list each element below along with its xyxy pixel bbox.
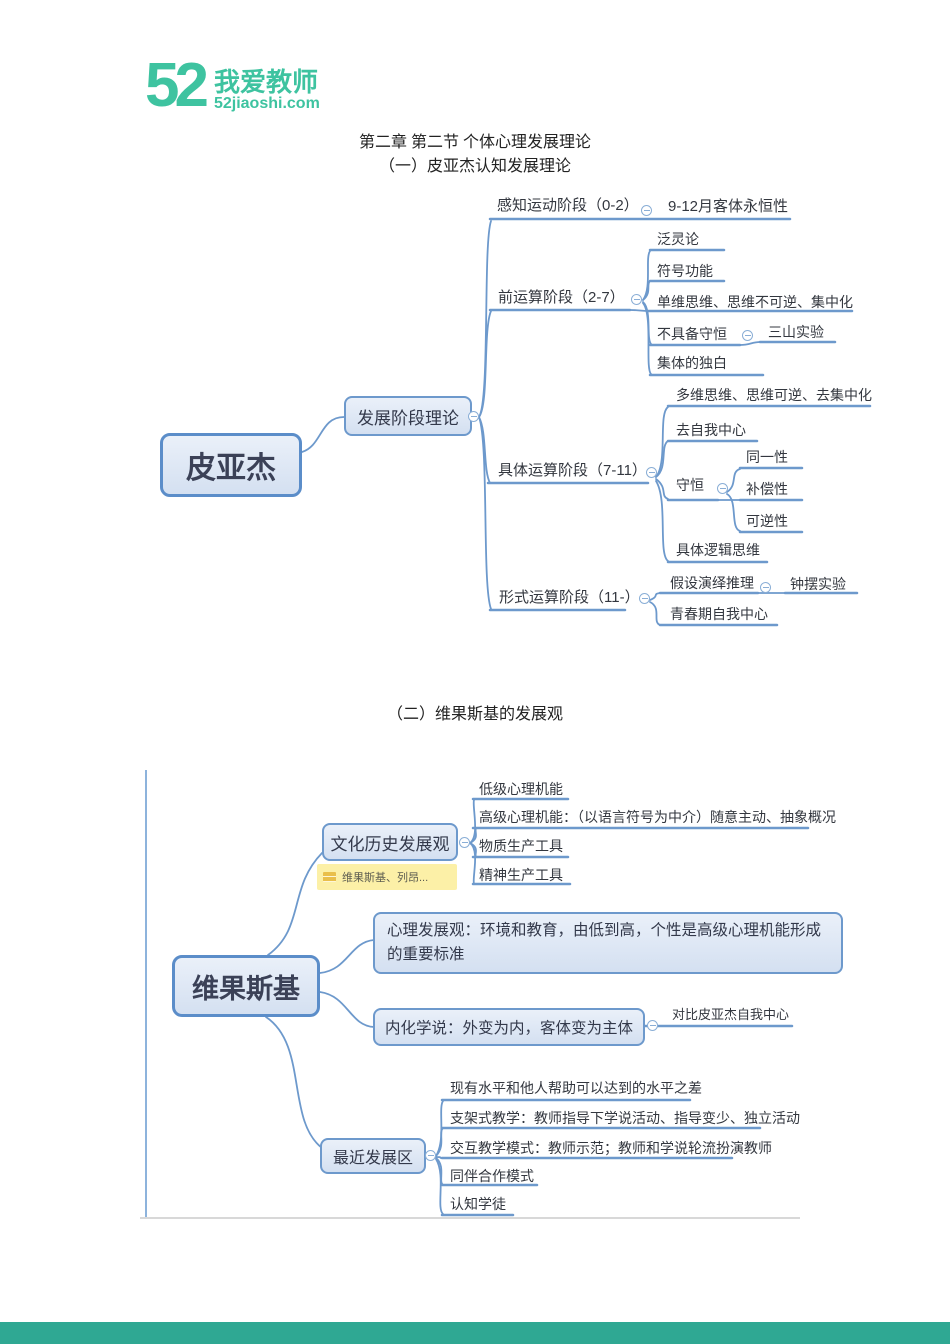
root-node-piaget[interactable]: 皮亚杰 xyxy=(160,433,302,497)
collapse-icon[interactable] xyxy=(639,593,650,604)
topic-collective-monologue[interactable]: 集体的独白 xyxy=(657,355,727,371)
topic-adolescent-egocentrism[interactable]: 青春期自我中心 xyxy=(670,606,768,622)
topic-one-dim-thinking[interactable]: 单维思维、思维不可逆、集中化 xyxy=(657,294,853,310)
logo-text: 我爱教师 52jiaoshi.com xyxy=(214,69,320,113)
topic-animism[interactable]: 泛灵论 xyxy=(657,231,699,247)
collapse-icon[interactable] xyxy=(631,294,642,305)
topic-no-conservation[interactable]: 不具备守恒 xyxy=(657,326,727,342)
topic-pendulum-experiment[interactable]: 钟摆实验 xyxy=(790,576,846,592)
collapse-icon[interactable] xyxy=(646,467,657,478)
collapse-icon[interactable] xyxy=(459,837,470,848)
branch-node-cultural-history[interactable]: 文化历史发展观 xyxy=(322,823,458,861)
topic-conservation[interactable]: 守恒 xyxy=(676,477,704,493)
collapse-icon[interactable] xyxy=(760,582,771,593)
collapse-icon[interactable] xyxy=(468,411,479,422)
map2-frame xyxy=(140,770,800,1219)
topic-higher-mental-functions[interactable]: 高级心理机能：（以语言符号为中介）随意主动、抽象概况 xyxy=(479,809,836,825)
topic-zpd-definition[interactable]: 现有水平和他人帮助可以达到的水平之差 xyxy=(450,1080,702,1096)
topic-concrete-logic[interactable]: 具体逻辑思维 xyxy=(676,542,760,558)
topic-cognitive-apprenticeship[interactable]: 认知学徒 xyxy=(450,1196,506,1212)
note-label: 维果斯基、列昂... xyxy=(342,872,429,884)
topic-reversibility[interactable]: 可逆性 xyxy=(746,513,788,529)
footer-bar xyxy=(0,1322,950,1344)
chapter-heading: 第二章 第二节 个体心理发展理论 xyxy=(358,134,591,151)
collapse-icon[interactable] xyxy=(717,483,728,494)
section2-heading: （二）维果斯基的发展观 xyxy=(386,706,563,723)
map1-underlines xyxy=(486,217,872,627)
topic-concrete-operational-stage[interactable]: 具体运算阶段（7-11） xyxy=(498,462,647,479)
logo-domain: 52jiaoshi.com xyxy=(213,95,320,112)
site-logo: 52 我爱教师 52jiaoshi.com xyxy=(145,55,320,117)
branch-node-zpd[interactable]: 最近发展区 xyxy=(320,1138,426,1174)
topic-compensation[interactable]: 补偿性 xyxy=(746,481,788,497)
topic-compare-piaget-egocentrism[interactable]: 对比皮亚杰自我中心 xyxy=(672,1007,790,1022)
topic-hypothetical-deduction[interactable]: 假设演绎推理 xyxy=(670,575,754,591)
logo-title: 我爱教师 xyxy=(213,67,318,97)
collapse-icon[interactable] xyxy=(641,205,652,216)
topic-formal-operational-stage[interactable]: 形式运算阶段（11-） xyxy=(499,589,640,606)
topic-reciprocal-teaching[interactable]: 交互教学模式：教师示范；教师和学说轮流扮演教师 xyxy=(450,1140,772,1156)
section1-heading: （一）皮亚杰认知发展理论 xyxy=(378,158,571,175)
topic-preoperational-stage[interactable]: 前运算阶段（2-7） xyxy=(498,289,625,306)
topic-material-tools[interactable]: 物质生产工具 xyxy=(479,838,563,854)
topic-symbolic-function[interactable]: 符号功能 xyxy=(657,263,713,279)
topic-multi-dim-thinking[interactable]: 多维思维、思维可逆、去集中化 xyxy=(676,387,872,403)
logo-52-icon: 52 xyxy=(145,51,209,120)
collapse-icon[interactable] xyxy=(742,330,753,341)
branch-node-psych-development-view[interactable]: 心理发展观：环境和教育，由低到高，个性是高级心理机能形成的重要标准 xyxy=(373,912,843,974)
map2-underlines xyxy=(440,797,810,1217)
topic-peer-collaboration[interactable]: 同伴合作模式 xyxy=(450,1168,534,1184)
topic-three-mountain-experiment[interactable]: 三山实验 xyxy=(768,324,824,340)
topic-lower-mental-functions[interactable]: 低级心理机能 xyxy=(479,781,563,797)
note-icon xyxy=(323,872,336,882)
topic-object-permanence[interactable]: 9-12月客体永恒性 xyxy=(668,198,789,215)
topic-decentration[interactable]: 去自我中心 xyxy=(676,422,746,438)
collapse-icon[interactable] xyxy=(647,1020,658,1031)
map1-curves xyxy=(301,220,786,626)
topic-spiritual-tools[interactable]: 精神生产工具 xyxy=(479,867,563,883)
topic-sensorimotor-stage[interactable]: 感知运动阶段（0-2） xyxy=(497,197,639,214)
branch-node-internalization[interactable]: 内化学说：外变为内，客体变为主体 xyxy=(373,1008,645,1046)
topic-identity[interactable]: 同一性 xyxy=(746,449,788,465)
node-note[interactable]: 维果斯基、列昂... xyxy=(317,864,457,890)
collapse-icon[interactable] xyxy=(425,1150,436,1161)
map2-curves xyxy=(265,799,477,1215)
branch-node-stage-theory[interactable]: 发展阶段理论 xyxy=(344,396,472,436)
root-node-vygotsky[interactable]: 维果斯基 xyxy=(172,955,320,1017)
topic-scaffolding[interactable]: 支架式教学：教师指导下学说活动、指导变少、独立活动 xyxy=(450,1110,800,1126)
